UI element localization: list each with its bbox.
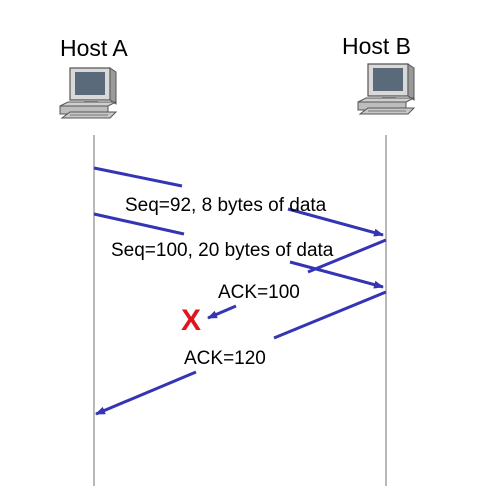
packet-loss-icon: X <box>181 304 201 337</box>
message-arrow-seq92-continued <box>287 207 384 237</box>
message-arrow-ack120 <box>273 290 387 340</box>
message-arrow-ack120-continued <box>95 370 197 416</box>
message-label-ack120: ACK=120 <box>184 348 266 369</box>
message-seq92: Seq=92, 8 bytes of data <box>93 166 384 237</box>
message-ack120: ACK=120 <box>95 290 387 416</box>
computer-icon <box>357 63 416 115</box>
message-ack100: ACK=100 X <box>181 238 387 337</box>
host-a-label: Host A <box>60 35 128 61</box>
message-label-seq100: Seq=100, 20 bytes of data <box>111 240 334 261</box>
message-label-ack100: ACK=100 <box>218 282 300 303</box>
message-arrow-seq100 <box>93 212 185 236</box>
host-b-label: Host B <box>342 33 411 59</box>
message-arrow-ack100 <box>307 238 387 274</box>
message-label-seq92: Seq=92, 8 bytes of data <box>125 195 327 216</box>
message-arrow-seq92 <box>93 166 183 188</box>
message-arrow-ack100-continued <box>207 304 237 320</box>
computer-icon <box>59 67 118 119</box>
message-seq100: Seq=100, 20 bytes of data <box>93 212 384 289</box>
message-arrow-seq100-continued <box>289 260 384 289</box>
